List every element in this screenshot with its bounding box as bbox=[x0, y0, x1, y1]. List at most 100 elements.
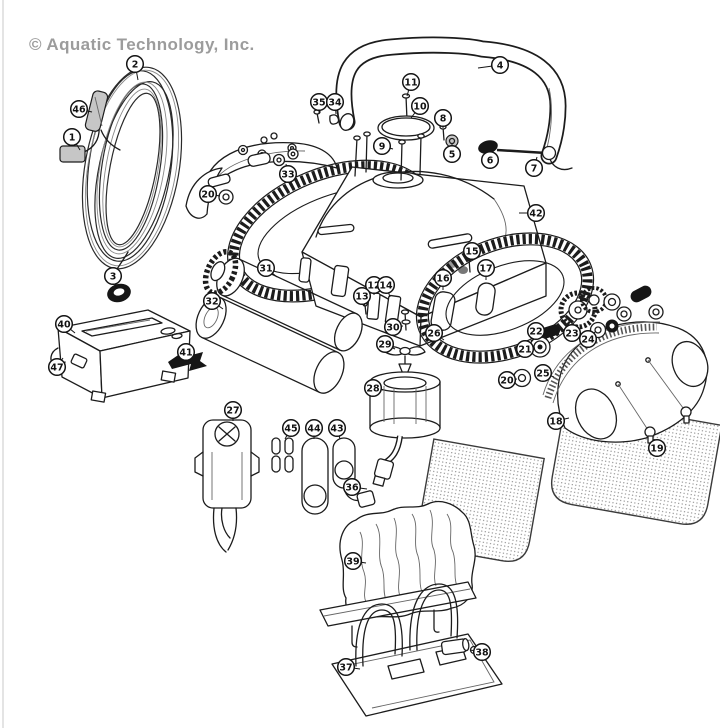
callout-14-number: 14 bbox=[379, 280, 393, 291]
callout-21-balloon bbox=[515, 339, 535, 359]
callout-24: 24 bbox=[578, 329, 598, 349]
callout-17: 17 bbox=[476, 258, 496, 280]
callout-46-number: 46 bbox=[72, 104, 86, 115]
callout-18: 18 bbox=[546, 411, 570, 431]
callout-22-balloon bbox=[526, 321, 546, 341]
callout-25-number: 25 bbox=[536, 368, 549, 379]
frame-fitting bbox=[440, 638, 470, 656]
callout-37-number: 37 bbox=[339, 662, 352, 673]
callout-44: 44 bbox=[304, 418, 324, 439]
callout-36-balloon bbox=[342, 477, 362, 497]
float-parts bbox=[271, 437, 376, 515]
callout-9: 9 bbox=[372, 136, 394, 156]
callout-26-balloon bbox=[424, 323, 444, 343]
body-top-cover bbox=[301, 166, 547, 318]
callout-11-number: 11 bbox=[404, 77, 417, 88]
callout-42: 42 bbox=[519, 203, 546, 223]
callout-2: 2 bbox=[125, 54, 145, 81]
callout-16: 16 bbox=[433, 268, 453, 290]
cord-float-to-coil bbox=[100, 129, 121, 151]
washer-20-right bbox=[512, 368, 532, 388]
handle-assembly bbox=[313, 36, 573, 181]
callout-11: 11 bbox=[401, 72, 421, 97]
callout-45-balloon bbox=[281, 418, 301, 438]
callout-15-number: 15 bbox=[465, 246, 478, 257]
callout-34-balloon bbox=[325, 92, 345, 112]
callout-37-balloon bbox=[336, 657, 356, 677]
bushing-20-left bbox=[218, 189, 234, 205]
callout-20-number: 20 bbox=[500, 375, 514, 386]
callout-40-number: 40 bbox=[57, 319, 71, 330]
callout-25: 25 bbox=[533, 363, 555, 383]
callout-36-number: 36 bbox=[345, 482, 359, 493]
callout-28-number: 28 bbox=[366, 383, 380, 394]
power-supply bbox=[50, 309, 191, 403]
callout-20: 20 bbox=[497, 370, 518, 390]
callout-33-number: 33 bbox=[281, 169, 294, 180]
callout-2-number: 2 bbox=[132, 59, 139, 70]
callout-19-balloon bbox=[647, 438, 667, 458]
small-hardware-33 bbox=[247, 132, 299, 167]
callout-29: 29 bbox=[375, 334, 396, 354]
callout-17-balloon bbox=[476, 258, 496, 278]
callout-6-number: 6 bbox=[487, 155, 494, 166]
callout-42-number: 42 bbox=[529, 208, 542, 219]
callout-43-balloon bbox=[327, 418, 347, 438]
callout-28: 28 bbox=[363, 378, 384, 398]
callout-1-number: 1 bbox=[69, 132, 76, 143]
callout-32-balloon bbox=[202, 291, 222, 311]
flap-17 bbox=[475, 282, 496, 316]
callout-19-number: 19 bbox=[650, 443, 663, 454]
callout-13-balloon bbox=[352, 286, 372, 306]
callout-33: 33 bbox=[278, 163, 298, 184]
callout-23-balloon bbox=[562, 323, 582, 343]
callout-45-number: 45 bbox=[284, 423, 297, 434]
callout-3-number: 3 bbox=[110, 271, 117, 282]
body-slot-right bbox=[427, 233, 473, 249]
callout-44-number: 44 bbox=[307, 423, 321, 434]
callout-30-number: 30 bbox=[386, 322, 400, 333]
callout-38: 38 bbox=[469, 642, 492, 662]
callout-12-number: 12 bbox=[367, 280, 380, 291]
callout-4-number: 4 bbox=[497, 60, 504, 71]
callout-30: 30 bbox=[383, 317, 404, 337]
callout-22: 22 bbox=[526, 321, 546, 341]
callout-43: 43 bbox=[327, 418, 347, 440]
callout-14: 14 bbox=[376, 275, 396, 298]
body-hull bbox=[298, 251, 547, 347]
callout-16-balloon bbox=[433, 268, 453, 288]
callout-10-balloon bbox=[410, 96, 430, 116]
callout-7-balloon bbox=[524, 158, 544, 178]
callout-27: 27 bbox=[223, 400, 243, 421]
callout-1: 1 bbox=[62, 127, 82, 151]
callout-36: 36 bbox=[342, 477, 368, 497]
callout-9-balloon bbox=[372, 136, 392, 156]
callout-8: 8 bbox=[433, 108, 453, 128]
callout-31: 31 bbox=[256, 258, 278, 278]
callout-46: 46 bbox=[69, 99, 93, 119]
callout-39: 39 bbox=[343, 551, 367, 571]
callout-40: 40 bbox=[54, 314, 76, 334]
callout-38-balloon bbox=[472, 642, 492, 662]
callout-13-number: 13 bbox=[355, 291, 368, 302]
callout-14-balloon bbox=[376, 275, 396, 295]
callout-43-number: 43 bbox=[330, 423, 343, 434]
right-pontoon bbox=[542, 321, 709, 444]
callout-30-balloon bbox=[383, 317, 403, 337]
cable-float bbox=[84, 90, 109, 132]
callout-8-number: 8 bbox=[440, 113, 447, 124]
callout-41-number: 41 bbox=[179, 347, 192, 358]
callout-39-balloon bbox=[343, 551, 363, 571]
callout-24-number: 24 bbox=[581, 334, 595, 345]
side-bracket-plate bbox=[194, 419, 260, 553]
callout-34-number: 34 bbox=[328, 97, 342, 108]
callout-40-balloon bbox=[54, 314, 74, 334]
handle-knob bbox=[478, 140, 498, 154]
callout-37: 37 bbox=[336, 657, 361, 677]
callout-35: 35 bbox=[309, 92, 329, 113]
callout-39-number: 39 bbox=[346, 556, 359, 567]
callout-13: 13 bbox=[352, 286, 372, 307]
callout-3-balloon bbox=[103, 266, 123, 286]
callout-21-number: 21 bbox=[518, 344, 531, 355]
callout-23: 23 bbox=[562, 323, 582, 343]
